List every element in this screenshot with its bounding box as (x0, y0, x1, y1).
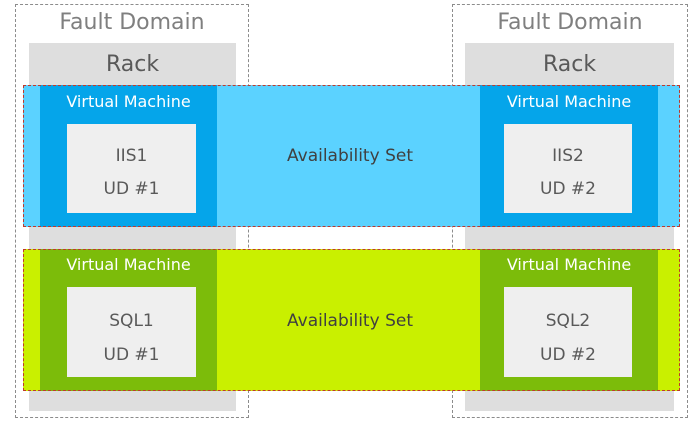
rack-right-label: Rack (542, 52, 597, 77)
fault-domain-right-title: Fault Domain (497, 10, 643, 35)
vm-sql2-header: Virtual Machine (506, 255, 632, 274)
availability-set-web-outline (23, 85, 680, 227)
vm-iis1-header: Virtual Machine (66, 92, 191, 111)
vm-sql2-ud: UD #2 (540, 345, 596, 365)
vm-sql1-ud: UD #1 (103, 345, 160, 365)
vm-iis2-name: IIS2 (552, 146, 584, 166)
rack-left-label: Rack (105, 52, 160, 77)
availability-set-db-outline (23, 249, 680, 391)
vm-sql1-box (67, 287, 196, 377)
vm-iis2-ud: UD #2 (540, 179, 596, 199)
vm-sql2-name: SQL2 (545, 311, 591, 331)
vm-iis2-header: Virtual Machine (506, 92, 632, 111)
vm-iis1-name: IIS1 (115, 146, 148, 166)
availability-set-db-label: Availability Set (287, 311, 413, 331)
vm-sql1-name: SQL1 (109, 311, 154, 331)
availability-set-web-label: Availability Set (287, 146, 413, 166)
vm-iis2-box (504, 124, 632, 213)
vm-iis1-box (67, 124, 196, 213)
vm-sql2-box (504, 287, 632, 377)
vm-sql1-header: Virtual Machine (66, 255, 191, 274)
vm-iis1-ud: UD #1 (103, 179, 160, 199)
fault-domain-left-title: Fault Domain (59, 10, 205, 35)
